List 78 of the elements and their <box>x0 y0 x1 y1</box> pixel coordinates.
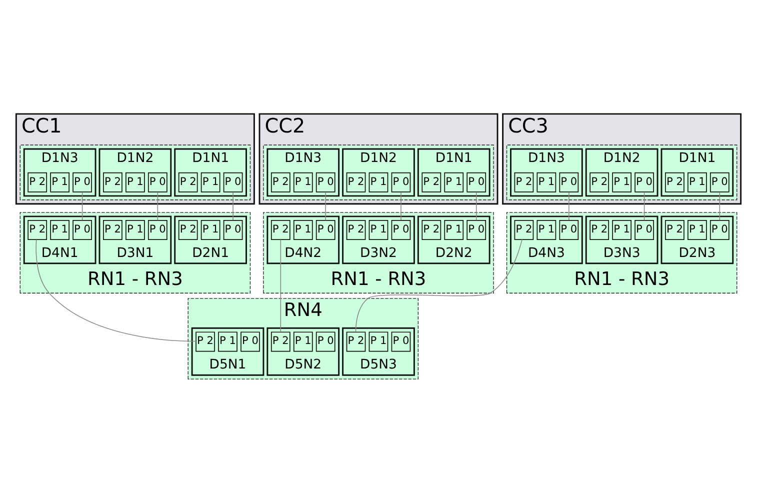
node-box: P 2 <box>196 332 215 352</box>
connector <box>355 239 522 332</box>
node-box: P 2 <box>103 172 122 192</box>
connector <box>400 192 402 221</box>
node-box: P 1 <box>50 172 70 192</box>
node-box: P 1 <box>50 220 70 240</box>
node-box: P 0 <box>466 220 486 240</box>
cluster <box>20 144 251 200</box>
node-box: P 1 <box>688 220 707 240</box>
connector <box>719 192 720 221</box>
node-box: P 1 <box>293 332 313 352</box>
node-box: P 2 <box>590 172 610 192</box>
node-box: P 1 <box>368 172 388 192</box>
node-box: P 2 <box>28 220 48 240</box>
node-box: P 0 <box>72 172 92 192</box>
node-box: P 0 <box>391 220 411 240</box>
node-box: P 2 <box>514 220 534 240</box>
node-box: P 1 <box>368 332 388 352</box>
node-box: P 2 <box>103 220 122 240</box>
node-box: P 0 <box>223 220 243 240</box>
node-box: P 2 <box>178 172 198 192</box>
node-box: P 2 <box>270 332 290 352</box>
node-box: P 0 <box>559 172 579 192</box>
node-box: P 1 <box>126 220 145 240</box>
node-box: P 0 <box>634 172 654 192</box>
node-box: P 2 <box>178 220 198 240</box>
node-box: P 2 <box>422 172 442 192</box>
connector <box>325 192 326 221</box>
node-box: P 2 <box>590 220 610 240</box>
node-box: P 0 <box>316 172 336 192</box>
connector <box>157 192 158 221</box>
node-box: P 1 <box>444 172 464 192</box>
node-box: P 2 <box>514 172 534 192</box>
node-box: P 2 <box>422 220 442 240</box>
connector <box>280 239 282 332</box>
node-box: P 1 <box>612 172 632 192</box>
connector <box>232 192 234 221</box>
cluster <box>506 144 738 200</box>
node-box: P 1 <box>293 172 313 192</box>
node-box: P 0 <box>148 220 168 240</box>
node-box: P 2 <box>270 220 290 240</box>
node-box: P 0 <box>223 172 243 192</box>
cluster <box>263 144 494 200</box>
node-box: P 1 <box>218 332 238 352</box>
node-box: P 1 <box>612 220 632 240</box>
node-box: P 1 <box>200 220 220 240</box>
node-box: P 1 <box>444 220 464 240</box>
connector <box>82 192 83 221</box>
node-box: P 0 <box>634 220 654 240</box>
node-box: P 1 <box>536 172 556 192</box>
node-box: P 1 <box>688 172 707 192</box>
node-box: P 2 <box>346 332 366 352</box>
node-box: P 2 <box>270 172 290 192</box>
connector <box>476 192 477 221</box>
node-box: P 2 <box>28 172 48 192</box>
node-box: P 2 <box>665 220 684 240</box>
node-box: P 0 <box>710 172 730 192</box>
node-box: P 2 <box>346 220 366 240</box>
node-box: P 0 <box>466 172 486 192</box>
node-box: P 1 <box>293 220 313 240</box>
node-box: P 0 <box>72 220 92 240</box>
node-box: P 2 <box>665 172 684 192</box>
node-box: P 1 <box>200 172 220 192</box>
connector <box>644 192 645 221</box>
node-box: P 0 <box>391 332 411 352</box>
node-box: P 1 <box>126 172 145 192</box>
connector <box>568 192 570 221</box>
node-box: P 2 <box>346 172 366 192</box>
node-box: P 0 <box>240 332 260 352</box>
node-box: P 1 <box>536 220 556 240</box>
node-box: P 1 <box>368 220 388 240</box>
node-box: P 0 <box>316 332 336 352</box>
node-box: P 0 <box>710 220 730 240</box>
node-box: P 0 <box>316 220 336 240</box>
node-box: P 0 <box>391 172 411 192</box>
connector <box>36 239 196 342</box>
node-box: P 0 <box>148 172 168 192</box>
node-box: P 0 <box>559 220 579 240</box>
